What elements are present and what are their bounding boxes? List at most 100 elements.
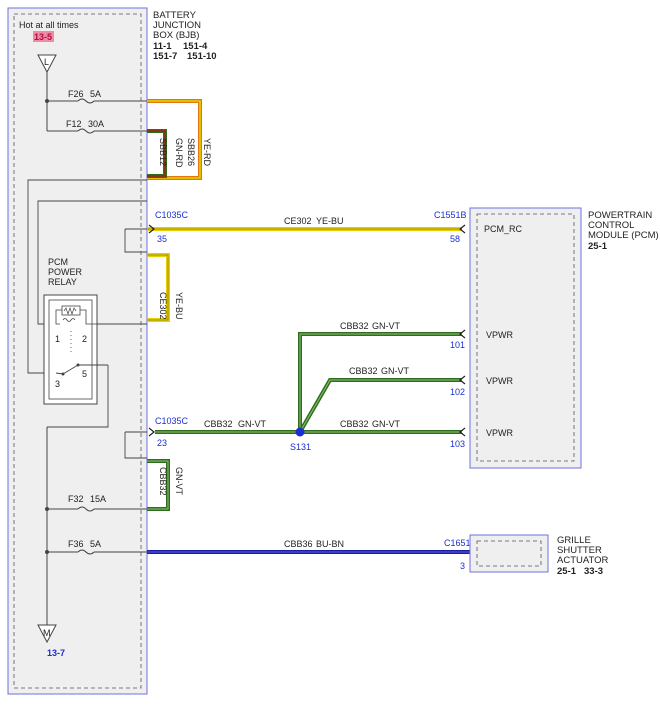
connector-c1551b-pin: 58: [450, 234, 460, 244]
wire-cbb32-b-circuit: CBB32: [349, 366, 378, 376]
wire-ce302-top-circuit: CE302: [284, 216, 312, 226]
relay-pin-1: 1: [55, 334, 60, 344]
relay-pin-2: 2: [82, 334, 87, 344]
fuse-F26-rating: 5A: [90, 89, 101, 99]
wire-sbb12-color: GN-RD: [174, 138, 184, 168]
bjb-title: BATTERY JUNCTION BOX (BJB) 11-1 151-4 15…: [153, 10, 217, 62]
pcm-title-1: POWERTRAIN: [588, 210, 652, 221]
fuse-F36[interactable]: F36 5A: [68, 539, 101, 555]
pcm-pin-101-label: 101: [450, 340, 465, 350]
fuse-F12[interactable]: F12 30A: [66, 119, 104, 134]
ground-M-ref[interactable]: 13-7: [47, 648, 65, 658]
pcm-pin-103[interactable]: 103: [450, 427, 466, 449]
pcm-title: POWERTRAIN CONTROL MODULE (PCM) 25-1: [588, 210, 659, 252]
wire-sbb12[interactable]: [147, 129, 167, 178]
wire-cbb32-b[interactable]: [298, 378, 462, 433]
bjb-title-line-1: BATTERY: [153, 10, 197, 21]
relay-pin-5: 5: [82, 369, 87, 379]
fuse-F12-id: F12: [66, 119, 82, 129]
relay-pin-3: 3: [55, 379, 60, 389]
ground-M-label: M: [43, 628, 51, 638]
wire-cbb32-a[interactable]: [298, 332, 462, 432]
relay-title-2: POWER: [48, 267, 83, 277]
pcm-pin-vpwr-1: VPWR: [486, 330, 514, 340]
bjb-ref-4[interactable]: 151-10: [187, 51, 217, 62]
wire-cbb32-vert-circuit: CBB32: [158, 467, 168, 496]
splice-s131-label: S131: [290, 442, 311, 452]
fuse-F36-id: F36: [68, 539, 84, 549]
wire-cbb32-vert[interactable]: [147, 459, 170, 511]
relay-title-3: RELAY: [48, 277, 77, 287]
bjb-ref-2[interactable]: 151-4: [183, 41, 208, 52]
connector-c1551b-name: C1551B: [434, 210, 467, 220]
power-source-L-icon: L: [37, 54, 57, 82]
pcm-pin-101[interactable]: 101: [450, 329, 466, 350]
fuse-F32-id: F32: [68, 494, 84, 504]
pcm-pin-102-label: 102: [450, 387, 465, 397]
pcm-pin-pcm-rc: PCM_RC: [484, 224, 523, 234]
fuse-F26-id: F26: [68, 89, 84, 99]
wire-cbb32-main-circuit: CBB32: [204, 419, 233, 429]
connector-c1551b[interactable]: C1551B 58: [434, 210, 467, 244]
fuse-F32[interactable]: F32 15A: [68, 494, 106, 512]
pcm-power-relay[interactable]: PCM POWER RELAY 1 2 3 5: [43, 257, 108, 405]
fuse-F32-rating: 15A: [90, 494, 106, 504]
fuse-F26[interactable]: F26 5A: [68, 89, 101, 104]
pcm-module[interactable]: PCM_RC VPWR VPWR VPWR: [469, 207, 582, 469]
wire-sbb12-circuit: SBB12: [158, 138, 168, 166]
grille-ref-2[interactable]: 33-3: [584, 566, 603, 577]
wire-cbb36-circuit: CBB36: [284, 539, 313, 549]
pcm-ref[interactable]: 25-1: [588, 241, 608, 252]
wire-cbb32-vert-color: GN-VT: [174, 467, 184, 496]
wire-cbb32-c-color: GN-VT: [372, 419, 401, 429]
wire-cbb32-main-color: GN-VT: [238, 419, 267, 429]
relay-title-1: PCM: [48, 257, 68, 267]
bjb-hot-ref[interactable]: 13-5: [34, 32, 52, 42]
wire-cbb36-color: BU-BN: [316, 539, 344, 549]
wire-ce302-vert-circuit: CE302: [158, 292, 168, 320]
bjb-title-line-2: JUNCTION: [153, 20, 201, 31]
wire-sbb26-circuit: SBB26: [186, 138, 196, 166]
pcm-pin-vpwr-2: VPWR: [486, 376, 514, 386]
grille-title-1: GRILLE: [557, 535, 591, 546]
ground-M-icon: M 13-7: [37, 620, 65, 658]
bjb-ref-3[interactable]: 151-7: [153, 51, 177, 62]
bjb-ref-1[interactable]: 11-1: [153, 41, 172, 52]
wire-ce302-vert-color: YE-BU: [174, 292, 184, 320]
connector-c1035c-top-pin: 35: [157, 234, 167, 244]
grille-title: GRILLE SHUTTER ACTUATOR 25-1 33-3: [557, 535, 609, 577]
wire-cbb32-b-color: GN-VT: [381, 366, 410, 376]
grille-title-3: ACTUATOR: [557, 555, 609, 566]
pcm-title-2: CONTROL: [588, 220, 634, 231]
wire-sbb26[interactable]: [147, 99, 202, 180]
grille-ref-1[interactable]: 25-1: [557, 566, 577, 577]
pcm-pin-vpwr-3: VPWR: [486, 428, 514, 438]
grille-shutter-actuator[interactable]: [469, 534, 549, 573]
wire-cbb32-a-color: GN-VT: [372, 321, 401, 331]
connector-c1035c-bot[interactable]: C1035C 23: [124, 416, 189, 459]
fuse-F12-rating: 30A: [88, 119, 104, 129]
bjb-title-line-3: BOX (BJB): [153, 30, 199, 41]
connector-c1651-name: C1651: [444, 538, 471, 548]
pcm-title-3: MODULE (PCM): [588, 230, 659, 241]
power-source-L-label: L: [44, 57, 49, 67]
connector-c1651[interactable]: C1651 3: [444, 538, 471, 571]
bjb-hot-label: Hot at all times: [19, 20, 79, 30]
splice-s131[interactable]: S131: [290, 427, 311, 453]
wire-cbb32-a-circuit: CBB32: [340, 321, 369, 331]
wire-sbb26-color: YE-RD: [202, 138, 212, 167]
connector-c1035c-top-name: C1035C: [155, 210, 189, 220]
wire-ce302-top-color: YE-BU: [316, 216, 344, 226]
wire-ce302-vert[interactable]: [147, 253, 170, 322]
connector-c1035c-bot-pin: 23: [157, 438, 167, 448]
wire-cbb32-c-circuit: CBB32: [340, 419, 369, 429]
connector-c1035c-bot-name: C1035C: [155, 416, 189, 426]
connector-c1651-pin: 3: [460, 561, 465, 571]
battery-junction-box: Hot at all times 13-5: [7, 7, 148, 695]
connector-c1035c-top[interactable]: C1035C 35: [124, 210, 189, 253]
fuse-F36-rating: 5A: [90, 539, 101, 549]
pcm-pin-103-label: 103: [450, 439, 465, 449]
pcm-pin-102[interactable]: 102: [450, 375, 466, 397]
grille-title-2: SHUTTER: [557, 545, 602, 556]
